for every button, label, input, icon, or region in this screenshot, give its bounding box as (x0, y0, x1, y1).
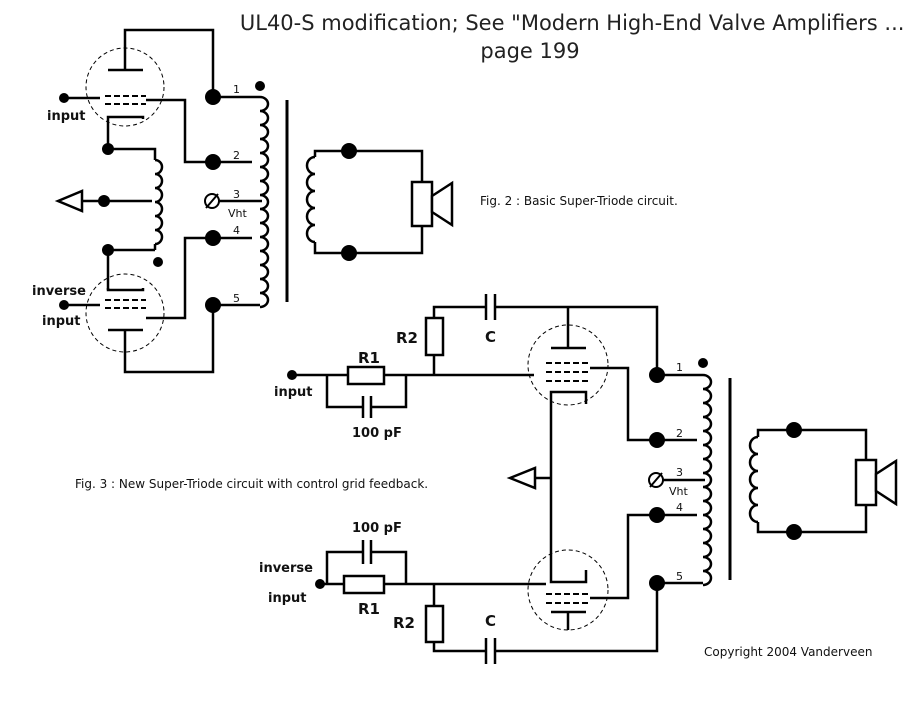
fig2-screen-wire-top (146, 98, 213, 164)
fig2-bottom-tube-envelope (85, 273, 165, 353)
fig2-inverse-label: inverse (32, 284, 86, 299)
fig2-pin-2: 2 (233, 149, 240, 162)
fig3-screen-wire-bottom (590, 513, 657, 600)
fig3-cap-bottom-label: 100 pF (352, 521, 402, 536)
fig2-pin4-node (205, 230, 221, 246)
fig2-cathode-wire-top (106, 119, 157, 160)
fig3-top-tube-envelope (527, 324, 609, 406)
fig2-bottom-tube (105, 288, 146, 352)
fig3-primary-coil (702, 373, 713, 587)
fig3-pin2-node (649, 432, 665, 448)
fig2-anode-wire-bottom (123, 305, 215, 374)
fig2-cathode-coil (154, 158, 164, 246)
fig3-pin-1: 1 (676, 361, 683, 374)
fig3-circuit: R2 C R1 input 100 pF Fig. 3 : New Super- (75, 294, 898, 664)
fig2-circuit: input inverse input (32, 28, 678, 374)
fig2-anode-wire-top (123, 28, 215, 97)
fig2-pin-1: 1 (233, 83, 240, 96)
fig2-top-tube (105, 48, 146, 119)
fig2-output-arrow-icon (54, 189, 84, 213)
fig2-pin-3: 3 (233, 188, 240, 201)
fig3-inverse-input-label: input (268, 591, 307, 606)
fig3-r2-bottom-label: R2 (393, 614, 415, 632)
fig3-r1-bottom-resistor (342, 574, 386, 595)
fig3-top-tube (546, 327, 590, 404)
fig3-bottom-tube-envelope (527, 549, 609, 631)
fig3-vht-label: Vht (669, 485, 688, 498)
fig3-pin5-node (649, 575, 665, 591)
fig3-pin-5: 5 (676, 570, 683, 583)
fig2-inverse-input-label: input (42, 314, 81, 329)
fig3-r2-bottom-resistor (424, 604, 445, 644)
fig2-pin5-node (205, 297, 221, 313)
fig2-speaker-icon (410, 180, 454, 228)
fig3-r2-top-resistor (424, 316, 445, 357)
fig2-pin2-node (205, 154, 221, 170)
fig2-caption: Fig. 2 : Basic Super-Triode circuit. (480, 194, 678, 208)
fig3-pin4-node (649, 507, 665, 523)
fig2-input-label-top: input (47, 109, 86, 124)
fig3-bottom-tube (546, 570, 590, 630)
fig3-pin-4: 4 (676, 501, 683, 514)
fig3-output-arrow-icon (506, 466, 537, 490)
fig3-pin-2: 2 (676, 427, 683, 440)
fig3-inverse-label: inverse (259, 561, 313, 576)
copyright-text: Copyright 2004 Vanderveen (704, 645, 872, 659)
fig3-pin-3: 3 (676, 466, 683, 479)
title-line-2: page 199 (480, 39, 579, 63)
fig2-secondary-coil (305, 155, 316, 244)
fig3-screen-wire-top (590, 366, 657, 442)
fig2-pin-5: 5 (233, 292, 240, 305)
title-line-1: UL40-S modification; See "Modern High-En… (240, 11, 903, 35)
fig3-c-top-label: C (485, 328, 496, 346)
fig3-secondary-coil (748, 435, 759, 524)
fig2-primary-coil (259, 95, 270, 309)
fig3-r1-top-resistor (346, 365, 386, 386)
fig2-pin1-node (205, 89, 221, 105)
fig3-r1-bottom-label: R1 (358, 600, 380, 618)
fig2-screen-wire-bottom (146, 236, 213, 320)
fig3-speaker-icon (854, 458, 898, 507)
fig3-caption: Fig. 3 : New Super-Triode circuit with c… (75, 477, 428, 491)
fig3-cap-top-label: 100 pF (352, 426, 402, 441)
fig3-input-label: input (274, 385, 313, 400)
fig2-pin-4: 4 (233, 224, 240, 237)
fig3-c-bottom-label: C (485, 612, 496, 630)
fig3-r1-top-label: R1 (358, 349, 380, 367)
fig3-pin1-node (649, 367, 665, 383)
fig2-vht-label: Vht (228, 207, 247, 220)
fig3-r2-top-label: R2 (396, 329, 418, 347)
